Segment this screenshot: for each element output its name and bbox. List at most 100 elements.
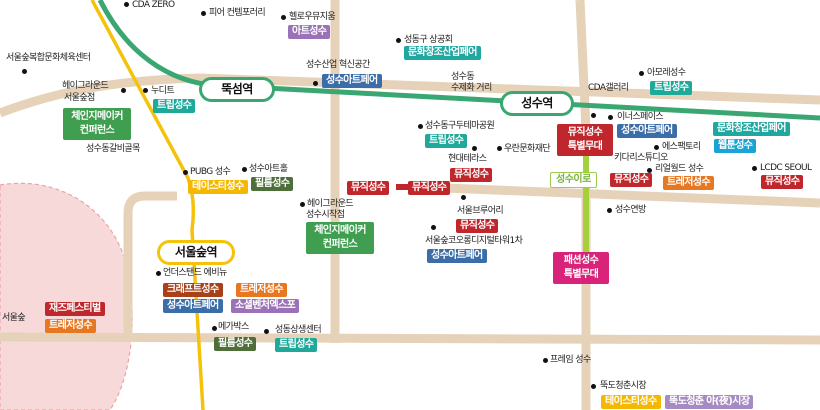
place-dot: [212, 326, 217, 331]
tag-treasure-forest[interactable]: 트레저성수: [45, 319, 97, 333]
tag-night-market[interactable]: 뚝도청춘 야(夜)시장: [665, 395, 754, 409]
tag-art-seongsu[interactable]: 아트성수: [288, 25, 331, 39]
place-dot: [201, 11, 206, 16]
tag-trip-amore[interactable]: 트립성수: [650, 81, 693, 95]
tag-artfair-inner[interactable]: 성수아트페어: [617, 124, 677, 138]
tag-artfair-innovation[interactable]: 성수아트페어: [322, 74, 382, 88]
tag-trip-themepark[interactable]: 트립성수: [425, 134, 468, 148]
tag-jazz-festival[interactable]: 재즈페스티벌: [45, 302, 105, 316]
place-dot: [431, 225, 436, 230]
place-haygrounds-seoulforest-line2[interactable]: 서울숲점: [64, 93, 95, 103]
tag-fashion-special-stage[interactable]: 패션성수 특별무대: [553, 252, 609, 284]
tag-film-arthall[interactable]: 필름성수: [251, 177, 294, 191]
tag-line: 뮤직성수: [567, 127, 603, 138]
place-dot: [608, 115, 613, 120]
place-dot: [156, 271, 161, 276]
place-dot: [418, 124, 423, 129]
tag-taste-market[interactable]: 테이스티성수: [601, 395, 661, 409]
tag-trip-nudeet[interactable]: 트립성수: [153, 99, 196, 113]
tag-culture-fair[interactable]: 문화창조산업페어: [404, 46, 481, 60]
tag-taste-pubg[interactable]: 테이스티성수: [188, 180, 248, 194]
station-ttukseom[interactable]: 뚝섬역: [199, 77, 275, 102]
place-dot: [313, 81, 318, 86]
tag-music-hyundai[interactable]: 뮤직성수: [450, 168, 493, 182]
place-innovation-space[interactable]: 성수산업 혁신공간: [306, 60, 370, 70]
place-handmade-street-line2[interactable]: 수제화 거리: [451, 83, 492, 93]
place-yeonbang[interactable]: 성수연방: [615, 205, 646, 215]
place-seoulforest-sports[interactable]: 서울숲복합문화체육센터: [6, 53, 91, 63]
place-dot: [647, 168, 652, 173]
tag-music-brewery[interactable]: 뮤직성수: [456, 219, 499, 233]
place-nudeet[interactable]: 누디트: [151, 86, 175, 96]
suin-bundang-line: [90, 0, 205, 410]
place-realworld[interactable]: 리얼월드 성수: [655, 164, 704, 174]
tag-culture-fair-east[interactable]: 문화창조산업페어: [713, 122, 790, 136]
place-amore[interactable]: 아모레성수: [647, 68, 686, 78]
tag-changemaker-conference-2[interactable]: 체인지메이커 컨퍼런스: [306, 222, 374, 254]
station-seoulforest[interactable]: 서울숲역: [157, 240, 235, 265]
place-dot: [543, 358, 548, 363]
place-galbi-alley[interactable]: 성수동갈비골목: [86, 144, 140, 154]
place-dot: [143, 88, 148, 93]
place-uran[interactable]: 우란문화재단: [504, 144, 551, 154]
tag-line: 특별무대: [563, 269, 599, 280]
place-arthall[interactable]: 성수아트홀: [249, 164, 288, 174]
place-kidari-studio[interactable]: 키다리스튜디오: [614, 153, 668, 163]
tag-music-realworld[interactable]: 뮤직성수: [610, 173, 653, 187]
tag-changemaker-conference-1[interactable]: 체인지메이커 컨퍼런스: [63, 108, 131, 140]
tag-artfair-kolon[interactable]: 성수아트페어: [427, 249, 487, 263]
place-frame[interactable]: 프레임 성수: [550, 355, 591, 365]
place-dot: [22, 69, 27, 74]
tag-craft[interactable]: 크래프트성수: [163, 283, 223, 297]
place-dot: [591, 384, 596, 389]
tag-music-lcdc[interactable]: 뮤직성수: [761, 175, 804, 189]
tag-music-special-stage[interactable]: 뮤직성수 특별무대: [557, 124, 613, 156]
place-hyundai-terrace[interactable]: 현대테라스: [448, 154, 487, 164]
place-coexist-center[interactable]: 성동상생센터: [275, 325, 322, 335]
place-haygrounds-seoulforest-line1[interactable]: 헤이그라운드: [62, 81, 109, 91]
place-inner-space[interactable]: 이너스페이스: [617, 112, 664, 122]
place-seongdong-chamber[interactable]: 성동구 상공회: [404, 35, 453, 45]
tag-music-road-2[interactable]: 뮤직성수: [408, 181, 451, 195]
tag-line: 컨퍼런스: [322, 239, 358, 250]
place-understand-avenue[interactable]: 언더스탠드 에비뉴: [163, 268, 227, 278]
place-haygrounds-start-line1[interactable]: 헤이그라운드: [307, 199, 354, 209]
place-pubg[interactable]: PUBG 성수: [190, 167, 231, 177]
tag-trip-coexist[interactable]: 트립성수: [275, 338, 318, 352]
place-lcdc[interactable]: LCDC SEOUL: [760, 163, 812, 173]
place-megabox[interactable]: 메가박스: [218, 322, 249, 332]
tag-film-megabox[interactable]: 필름성수: [214, 337, 257, 351]
place-handmade-street-line1[interactable]: 성수동: [451, 72, 475, 82]
place-ttukdo-market[interactable]: 뚝도청춘시장: [600, 381, 647, 391]
place-cda-zero[interactable]: CDA ZERO: [132, 0, 175, 10]
tag-social-venture[interactable]: 소셜벤처엑스포: [231, 299, 300, 313]
tag-artfair-understand[interactable]: 성수아트페어: [163, 299, 223, 313]
place-pier[interactable]: 피어 컨템포러리: [209, 8, 266, 18]
tag-treasure-understand[interactable]: 트레저성수: [236, 283, 288, 297]
place-brewery[interactable]: 서울브루어리: [457, 206, 504, 216]
place-kolon-tower[interactable]: 서울숲코오롱디지털타워1차: [425, 236, 523, 246]
seoul-forest-zone: [0, 182, 133, 410]
tag-line: 패션성수: [563, 255, 599, 266]
tag-webtoon[interactable]: 웹툰성수: [714, 139, 757, 153]
place-theme-park[interactable]: 성수동구두테마공원: [425, 121, 495, 131]
place-esfactory[interactable]: 에스팩토리: [662, 142, 701, 152]
tag-line: 체인지메이커: [71, 111, 123, 122]
tag-line: 컨퍼런스: [79, 125, 115, 136]
place-dot: [300, 202, 305, 207]
place-hello-museum[interactable]: 헬로우뮤지움: [289, 12, 336, 22]
place-dot: [497, 146, 502, 151]
road-label-seongsuiro: 성수이로: [550, 172, 597, 188]
tag-treasure-realworld[interactable]: 트레저성수: [663, 176, 715, 190]
tag-music-road-1[interactable]: 뮤직성수: [347, 181, 390, 195]
station-seongsu[interactable]: 성수역: [500, 91, 574, 116]
place-dot: [183, 170, 188, 175]
place-seoul-forest[interactable]: 서울숲: [2, 313, 26, 323]
music-connector: [396, 184, 408, 190]
place-dot: [591, 113, 596, 118]
place-cda-gallery[interactable]: CDA갤러리: [588, 83, 629, 93]
place-haygrounds-start-line2[interactable]: 성수시작점: [306, 210, 345, 220]
place-dot: [639, 71, 644, 76]
